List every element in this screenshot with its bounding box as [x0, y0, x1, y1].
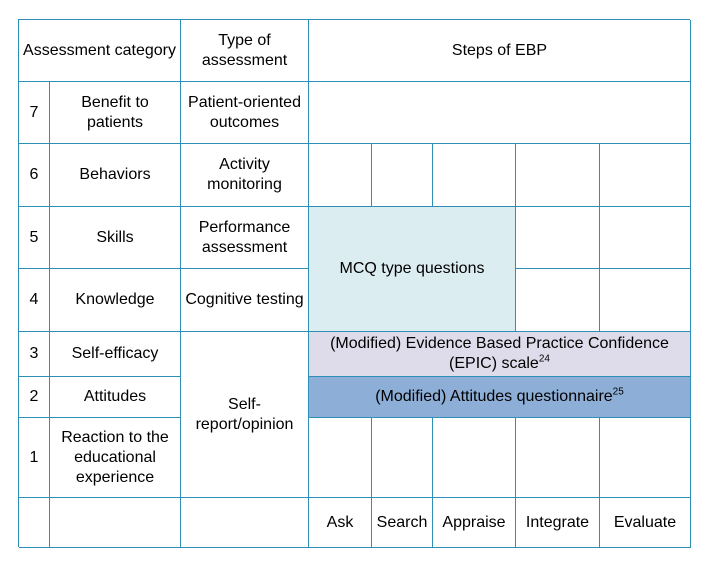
category-label: Reaction to the educational experience — [50, 418, 181, 498]
attitudes-questionnaire-region: (Modified) Attitudes questionnaire25 — [309, 377, 691, 418]
empty-cell — [516, 269, 600, 332]
assessment-type-self-report: Self-report/opinion — [181, 332, 309, 498]
category-label: Behaviors — [50, 144, 181, 207]
empty-cell — [309, 82, 691, 144]
empty-cell — [372, 418, 433, 498]
header-type-of-assessment: Type of assessment — [181, 20, 309, 82]
category-label: Skills — [50, 207, 181, 269]
category-label: Attitudes — [50, 377, 181, 418]
level-number: 1 — [19, 418, 50, 498]
step-integrate: Integrate — [516, 498, 600, 548]
level-number: 5 — [19, 207, 50, 269]
category-label: Knowledge — [50, 269, 181, 332]
empty-cell — [516, 144, 600, 207]
empty-cell — [433, 144, 516, 207]
empty-cell — [309, 418, 372, 498]
category-label: Benefit to patients — [50, 82, 181, 144]
step-evaluate: Evaluate — [600, 498, 691, 548]
assessment-type: Patient-oriented outcomes — [181, 82, 309, 144]
empty-cell — [600, 418, 691, 498]
empty-cell — [309, 144, 372, 207]
assessment-type: Cognitive testing — [181, 269, 309, 332]
empty-cell — [372, 144, 433, 207]
attitudes-reference: 25 — [612, 386, 624, 398]
step-search: Search — [372, 498, 433, 548]
level-number: 2 — [19, 377, 50, 418]
empty-cell — [19, 498, 50, 548]
header-steps-of-ebp: Steps of EBP — [309, 20, 691, 82]
header-assessment-category: Assessment category — [19, 20, 181, 82]
level-number: 3 — [19, 332, 50, 377]
step-ask: Ask — [309, 498, 372, 548]
level-number: 7 — [19, 82, 50, 144]
empty-cell — [600, 144, 691, 207]
empty-cell — [181, 498, 309, 548]
empty-cell — [50, 498, 181, 548]
level-number: 6 — [19, 144, 50, 207]
epic-reference: 24 — [538, 353, 550, 365]
empty-cell — [433, 418, 516, 498]
empty-cell — [600, 207, 691, 269]
attitudes-questionnaire-label: (Modified) Attitudes questionnaire25 — [375, 386, 624, 405]
assessment-type: Activity monitoring — [181, 144, 309, 207]
step-appraise: Appraise — [433, 498, 516, 548]
assessment-type: Performance assessment — [181, 207, 309, 269]
empty-cell — [516, 207, 600, 269]
empty-cell — [516, 418, 600, 498]
level-number: 4 — [19, 269, 50, 332]
epic-scale-label: (Modified) Evidence Based Practice Confi… — [330, 335, 669, 372]
mcq-questions-region: MCQ type questions — [309, 207, 516, 332]
epic-scale-region: (Modified) Evidence Based Practice Confi… — [309, 332, 691, 377]
category-label: Self-efficacy — [50, 332, 181, 377]
ebp-assessment-table: Assessment category Type of assessment S… — [18, 19, 691, 548]
empty-cell — [600, 269, 691, 332]
